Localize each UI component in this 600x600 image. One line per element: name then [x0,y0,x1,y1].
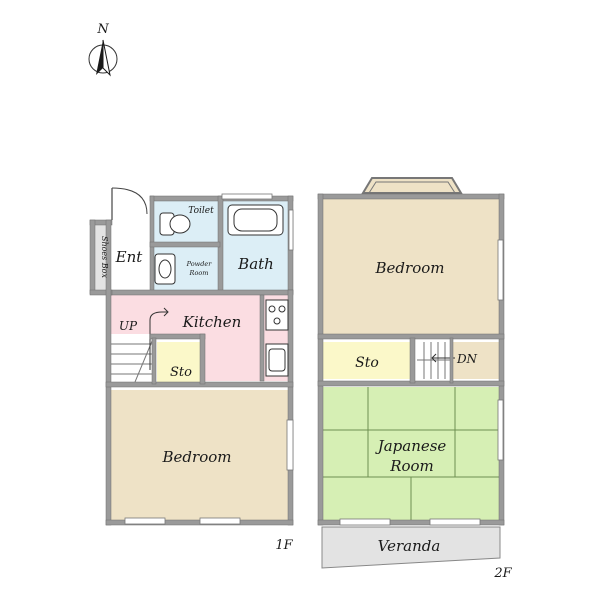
kitchen-sink-icon [265,343,289,377]
entrance-label: Ent [115,248,144,266]
bedroom-2f-label: Bedroom [375,259,445,277]
walls-2f [317,193,505,526]
powder-room-label-line2: Room [189,269,209,277]
toilet-label: Toilet [188,206,214,216]
toilet-icon [159,212,191,236]
veranda-label: Veranda [378,537,441,555]
stairs-up-label: UP [119,319,138,333]
bedroom-1f-label: Bedroom [162,448,232,466]
shoes-box-label: Shoes Box [100,236,109,279]
compass-letter: N [96,22,109,37]
kitchen-area-bottom [205,334,263,381]
entrance-area [110,214,150,290]
kitchen-area-top [110,294,263,334]
stair-landing [452,342,500,379]
stair-arrow-icon [149,311,168,370]
sink-icon [154,253,176,285]
north-arrow-icon [96,40,103,75]
veranda [321,526,501,569]
japanese-room-label-line1: Japanese [375,437,447,455]
storage-room-2f [323,342,410,379]
storage-1f-label: Sto [170,365,192,380]
stairs-down-label: DN [456,352,478,366]
floor-1-level-label: 1F [275,538,293,553]
stair-area [110,334,155,382]
north-compass: N [88,22,118,77]
stairs-2f [417,342,455,379]
storage-room-1f [157,342,202,382]
tatami-mats [322,387,500,521]
floor-1: Toilet Powder Room Bath Ent Shoes Box Ki… [89,187,294,553]
bedroom-1f [110,390,291,523]
floor-2: Bedroom Sto DN Japanese Room Veranda 2F [317,177,513,581]
bedroom-2f [322,198,500,335]
kitchen-label: Kitchen [182,313,242,331]
entrance-door-icon [111,187,148,215]
powder-room-label-line1: Powder [186,260,213,268]
japanese-room-label-line2: Room [389,457,434,475]
bay-window [361,177,463,194]
stove-icon [265,299,289,331]
floor-2-level-label: 2F [493,566,512,581]
windows-1f [124,193,294,525]
bathtub-icon [227,204,284,236]
stairs-1f [110,307,169,383]
north-arrow-icon-right [102,39,111,77]
bath-label: Bath [237,255,274,273]
windows-2f [339,239,504,526]
storage-2f-label: Sto [355,355,379,371]
